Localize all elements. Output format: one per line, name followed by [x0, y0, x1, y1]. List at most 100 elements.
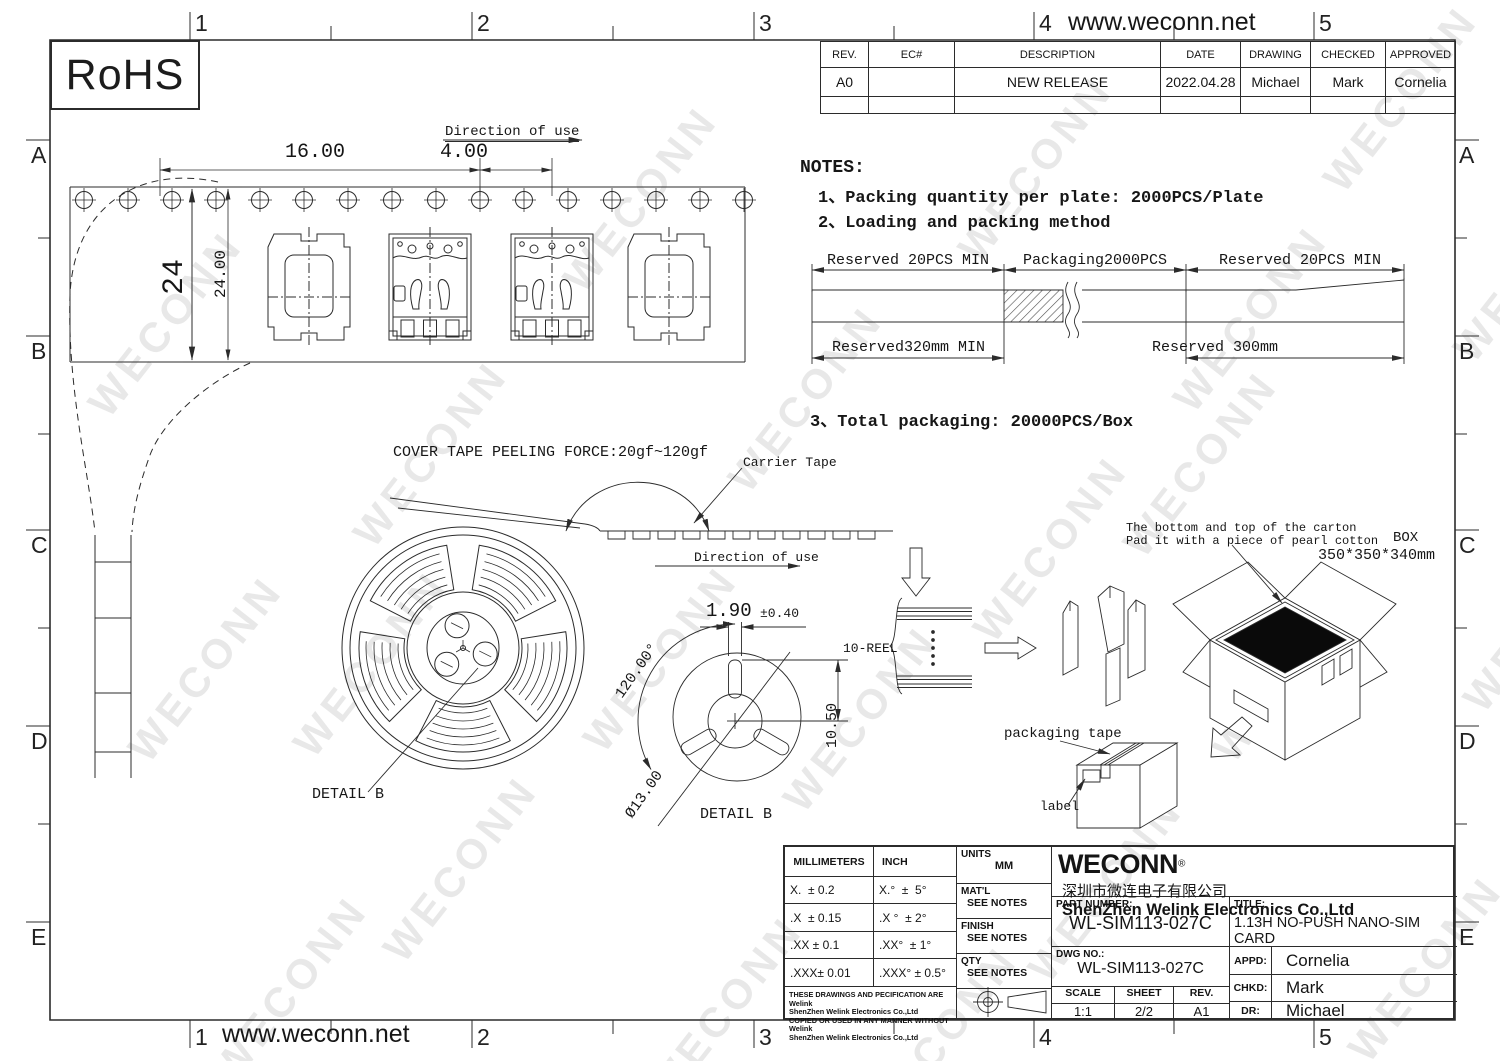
zone-row-b-left: B — [31, 338, 47, 364]
zone-col-3-top: 3 — [759, 10, 772, 36]
legal-line: ShenZhen Welink Electronics Co.,Ltd — [789, 1032, 919, 1042]
dim-4-label: 4.00 — [440, 141, 489, 164]
units-cell: UNITS MM — [957, 847, 1052, 884]
zone-row-d-left: D — [31, 728, 48, 754]
tol-row: .X ± 0.15 — [785, 904, 874, 932]
zone-row-c-right: C — [1459, 532, 1476, 558]
detail-b-title: DETAIL B — [700, 806, 773, 823]
projection-cell — [957, 989, 1052, 1020]
finish-cell: FINISH SEE NOTES — [957, 919, 1052, 954]
detail-b-ref-label: DETAIL B — [312, 786, 385, 803]
title-label: TITLE: — [1234, 899, 1266, 910]
company-cell: WECONN® 深圳市微连电子有限公司 ShenZhen Welink Elec… — [1052, 847, 1457, 919]
approved-header: APPROVED — [1385, 41, 1456, 68]
site-url-bottom: www.weconn.net — [222, 1020, 410, 1048]
reserved-left-top-label: Reserved 20PCS MIN — [827, 252, 990, 269]
title-block: MILLIMETERS INCH X. ± 0.2 X.° ± 5° .X ± … — [783, 845, 1457, 1042]
zone-row-a-right: A — [1459, 142, 1475, 168]
carrier-tape-label: Carrier Tape — [743, 455, 837, 470]
date-header: DATE — [1160, 41, 1241, 68]
date-value: 2022.04.28 — [1160, 67, 1241, 97]
label-label: label — [1040, 799, 1080, 814]
tol-row: .XXX± 0.01 — [785, 959, 874, 987]
legal-line: COPIED OR USED IN ANY MANNER WITHOUT Wel… — [789, 1015, 949, 1034]
rev-empty-cell — [1385, 96, 1456, 114]
zone-row-a-left: A — [31, 142, 47, 168]
detail-b-dim-190: 1.90 — [706, 600, 752, 622]
dim-24-label: 24 — [158, 258, 192, 295]
zone-col-3-bottom: 3 — [759, 1024, 772, 1050]
units-label: UNITS — [961, 849, 991, 860]
tol-row: .XXX° ± 0.5° — [874, 959, 957, 987]
notes-title: NOTES: — [800, 158, 865, 178]
dwg-no-cell: DWG NO.: WL-SIM113-027C — [1052, 947, 1230, 987]
reel-drawing — [342, 527, 584, 769]
zone-col-1-bottom: 1 — [195, 1024, 208, 1050]
rev-empty-cell — [868, 96, 955, 114]
checked-value: Mark — [1310, 67, 1386, 97]
detail-b-tol: ±0.40 — [760, 606, 800, 621]
rev-value: A1 — [1174, 1004, 1230, 1020]
corner-protectors — [1063, 586, 1145, 706]
checked-header: CHECKED — [1310, 41, 1386, 68]
zone-col-4-bottom: 4 — [1039, 1024, 1052, 1050]
finish-label: FINISH — [961, 921, 994, 932]
closed-box — [1060, 741, 1177, 828]
zone-col-4-top: 4 — [1039, 10, 1052, 36]
legal-cell: THESE DRAWINGS AND PECIFICATION ARE Weli… — [785, 987, 957, 1042]
chkd-value: Mark — [1272, 975, 1457, 1002]
tol-row: .XX° ± 1° — [874, 932, 957, 959]
company-name-en: ShenZhen Welink Electronics Co.,Ltd — [1062, 901, 1355, 919]
direction-of-use-top-label: Direction of use — [445, 124, 580, 142]
packaging-label: Packaging2000PCS — [1023, 252, 1168, 269]
legal-line: ShenZhen Welink Electronics Co.,Ltd — [789, 1007, 919, 1017]
reserved-left-bottom-label: Reserved320mm MIN — [832, 339, 986, 356]
ec-value — [868, 67, 955, 97]
company-name-cn: 深圳市微连电子有限公司 — [1062, 883, 1228, 900]
rev-label: REV. — [1174, 987, 1230, 1004]
description-header: DESCRIPTION — [954, 41, 1161, 68]
rohs-mark: RoHS — [50, 40, 200, 110]
note-3: 3、Total packaging: 20000PCS/Box — [810, 413, 1134, 432]
legal-line: THESE DRAWINGS AND PECIFICATION ARE Weli… — [789, 990, 944, 1008]
carton-note-line1: The bottom and top of the carton — [1126, 521, 1357, 535]
qty-value: SEE NOTES — [967, 967, 1028, 979]
rev-header: REV. — [820, 41, 869, 68]
rev-value: A0 — [820, 67, 869, 97]
peel-force-label: COVER TAPE PEELING FORCE:20gf~120gf — [393, 444, 709, 461]
loading-strip — [811, 264, 1405, 364]
detail-b-dim-1050: 10.50 — [824, 702, 841, 748]
zone-row-e-right: E — [1459, 924, 1475, 950]
projection-symbol-icon — [973, 987, 1046, 1017]
dr-label: DR: — [1230, 1002, 1272, 1020]
drawing-header: DRAWING — [1240, 41, 1311, 68]
reserved-right-top-label: Reserved 20PCS MIN — [1219, 252, 1382, 269]
zone-row-b-right: B — [1459, 338, 1475, 364]
appd-value: Cornelia — [1272, 947, 1457, 975]
reel-stack-label: 10-REEL — [843, 641, 898, 656]
rev-empty-cell — [1160, 96, 1241, 114]
peel-diagram — [390, 468, 893, 569]
drawing-value: Michael — [1240, 67, 1311, 97]
carrier-tape-strip — [70, 136, 756, 778]
registered-mark-icon: ® — [1178, 858, 1186, 870]
zone-row-d-right: D — [1459, 728, 1476, 754]
ec-header: EC# — [868, 41, 955, 68]
rev-empty-cell — [820, 96, 869, 114]
revision-table: REV. EC# DESCRIPTION DATE DRAWING CHECKE… — [820, 41, 1456, 114]
zone-col-2-bottom: 2 — [477, 1024, 490, 1050]
chkd-label: CHKD: — [1230, 975, 1272, 1002]
tol-row: X.° ± 5° — [874, 877, 957, 904]
matl-cell: MAT'L SEE NOTES — [957, 884, 1052, 919]
dwg-no-value: WL-SIM113-027C — [1077, 960, 1204, 977]
zone-col-5-top: 5 — [1319, 10, 1332, 36]
finish-value: SEE NOTES — [967, 932, 1028, 944]
part-number-value: WL-SIM113-027C — [1069, 913, 1212, 933]
open-carton — [1173, 545, 1396, 760]
tol-col-inch: INCH — [874, 847, 957, 877]
matl-value: SEE NOTES — [967, 897, 1028, 909]
appd-label: APPD: — [1230, 947, 1272, 975]
qty-label: QTY — [961, 956, 982, 967]
brand-logo: WECONN — [1058, 849, 1179, 879]
